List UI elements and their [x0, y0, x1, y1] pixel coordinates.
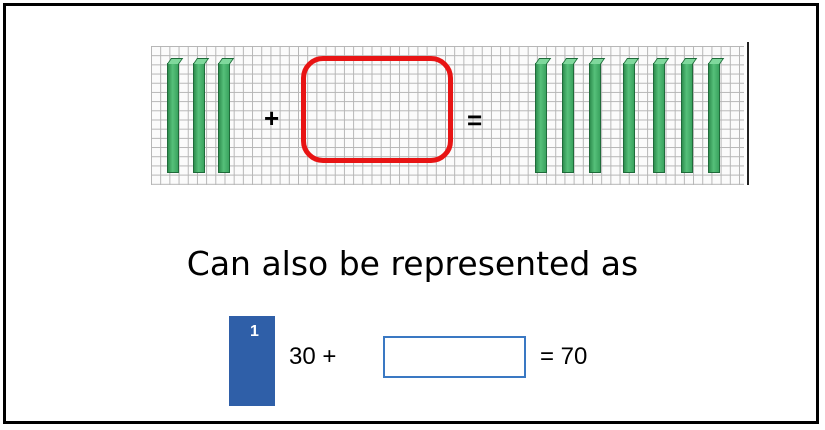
equation-left: 30 +	[289, 343, 337, 370]
answer-input-box[interactable]	[383, 336, 526, 378]
ten-rod	[218, 63, 230, 173]
ten-rod	[623, 63, 635, 173]
equation-right: = 70	[540, 343, 588, 370]
question-number: 1	[250, 323, 259, 340]
divider-line	[747, 42, 749, 185]
caption-text: Can also be represented as	[186, 244, 639, 283]
ten-rod	[167, 63, 179, 173]
slide-frame	[3, 3, 819, 424]
missing-value-box[interactable]	[301, 56, 453, 163]
ten-rod	[562, 63, 574, 173]
ten-rod	[681, 63, 693, 173]
ten-rod	[589, 63, 601, 173]
question-badge	[229, 316, 275, 406]
ten-rod	[708, 63, 720, 173]
equals-sign: =	[467, 105, 483, 135]
plus-sign: +	[264, 103, 280, 133]
ten-rod	[535, 63, 547, 173]
ten-rod	[653, 63, 665, 173]
ten-rod	[193, 63, 205, 173]
